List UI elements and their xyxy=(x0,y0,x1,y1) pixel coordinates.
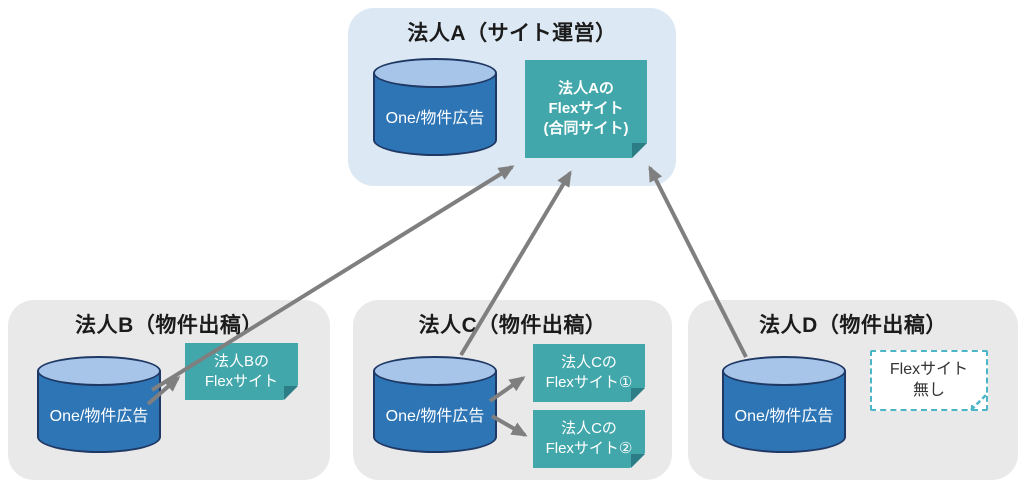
corp-b-database-label: One/物件広告 xyxy=(49,408,149,425)
corp-a-panel: 法人A（サイト運営） One/物件広告 法人Aの Flexサイト (合同サイト) xyxy=(348,8,676,186)
corp-d-database-cylinder: One/物件広告 xyxy=(722,356,846,453)
corp-d-database-label: One/物件広告 xyxy=(734,408,834,425)
note-line: 法人Aの xyxy=(558,80,614,98)
note-folded-corner xyxy=(631,454,645,468)
corp-d-no-flex-site-box: Flexサイト 無し xyxy=(870,350,988,411)
corp-d-title: 法人D（物件出稿） xyxy=(759,314,947,337)
note-folded-corner xyxy=(632,143,647,158)
cylinder-top-ellipse xyxy=(373,58,497,88)
corp-b-panel: 法人B（物件出稿） One/物件広告 法人Bの Flexサイト xyxy=(8,300,330,480)
dashed-folded-corner xyxy=(970,393,988,411)
note-line: Flexサイト xyxy=(204,372,279,390)
note-folded-corner xyxy=(284,386,298,400)
corp-b-database-cylinder: One/物件広告 xyxy=(37,356,161,453)
corp-d-panel: 法人D（物件出稿） One/物件広告 Flexサイト 無し xyxy=(688,300,1018,480)
cylinder-top-ellipse xyxy=(37,356,161,386)
note-folded-corner xyxy=(631,388,645,402)
corp-b-flex-site-note: 法人Bの Flexサイト xyxy=(185,343,298,400)
corp-c-database-cylinder: One/物件広告 xyxy=(373,356,497,453)
corp-a-flex-site-note: 法人Aの Flexサイト (合同サイト) xyxy=(525,60,647,158)
note-line: Flexサイト② xyxy=(545,440,633,457)
corp-c-database-label: One/物件広告 xyxy=(385,408,485,425)
corp-c-flex-site-note-1: 法人Cの Flexサイト① xyxy=(533,344,645,402)
note-line: Flexサイト xyxy=(889,360,969,378)
note-line: 無し xyxy=(912,381,945,399)
corp-c-title: 法人C（物件出稿） xyxy=(418,314,607,337)
note-line: (合同サイト) xyxy=(543,119,629,137)
corp-c-panel: 法人C（物件出稿） One/物件広告 法人Cの Flexサイト① 法人Cの Fl… xyxy=(353,300,672,480)
note-line: 法人Bの xyxy=(213,352,269,370)
note-line: 法人Cの xyxy=(561,354,617,372)
corp-a-database-cylinder: One/物件広告 xyxy=(373,58,497,156)
corp-a-database-label: One/物件広告 xyxy=(385,110,485,127)
note-line: Flexサイト xyxy=(548,100,624,118)
corp-a-title: 法人A（サイト運営） xyxy=(407,22,617,45)
corp-b-title: 法人B（物件出稿） xyxy=(75,314,263,337)
corp-c-flex-site-note-2: 法人Cの Flexサイト② xyxy=(533,410,645,468)
note-line: Flexサイト① xyxy=(545,374,633,391)
cylinder-top-ellipse xyxy=(373,356,497,386)
cylinder-top-ellipse xyxy=(722,356,846,386)
note-line: 法人Cの xyxy=(561,420,617,438)
